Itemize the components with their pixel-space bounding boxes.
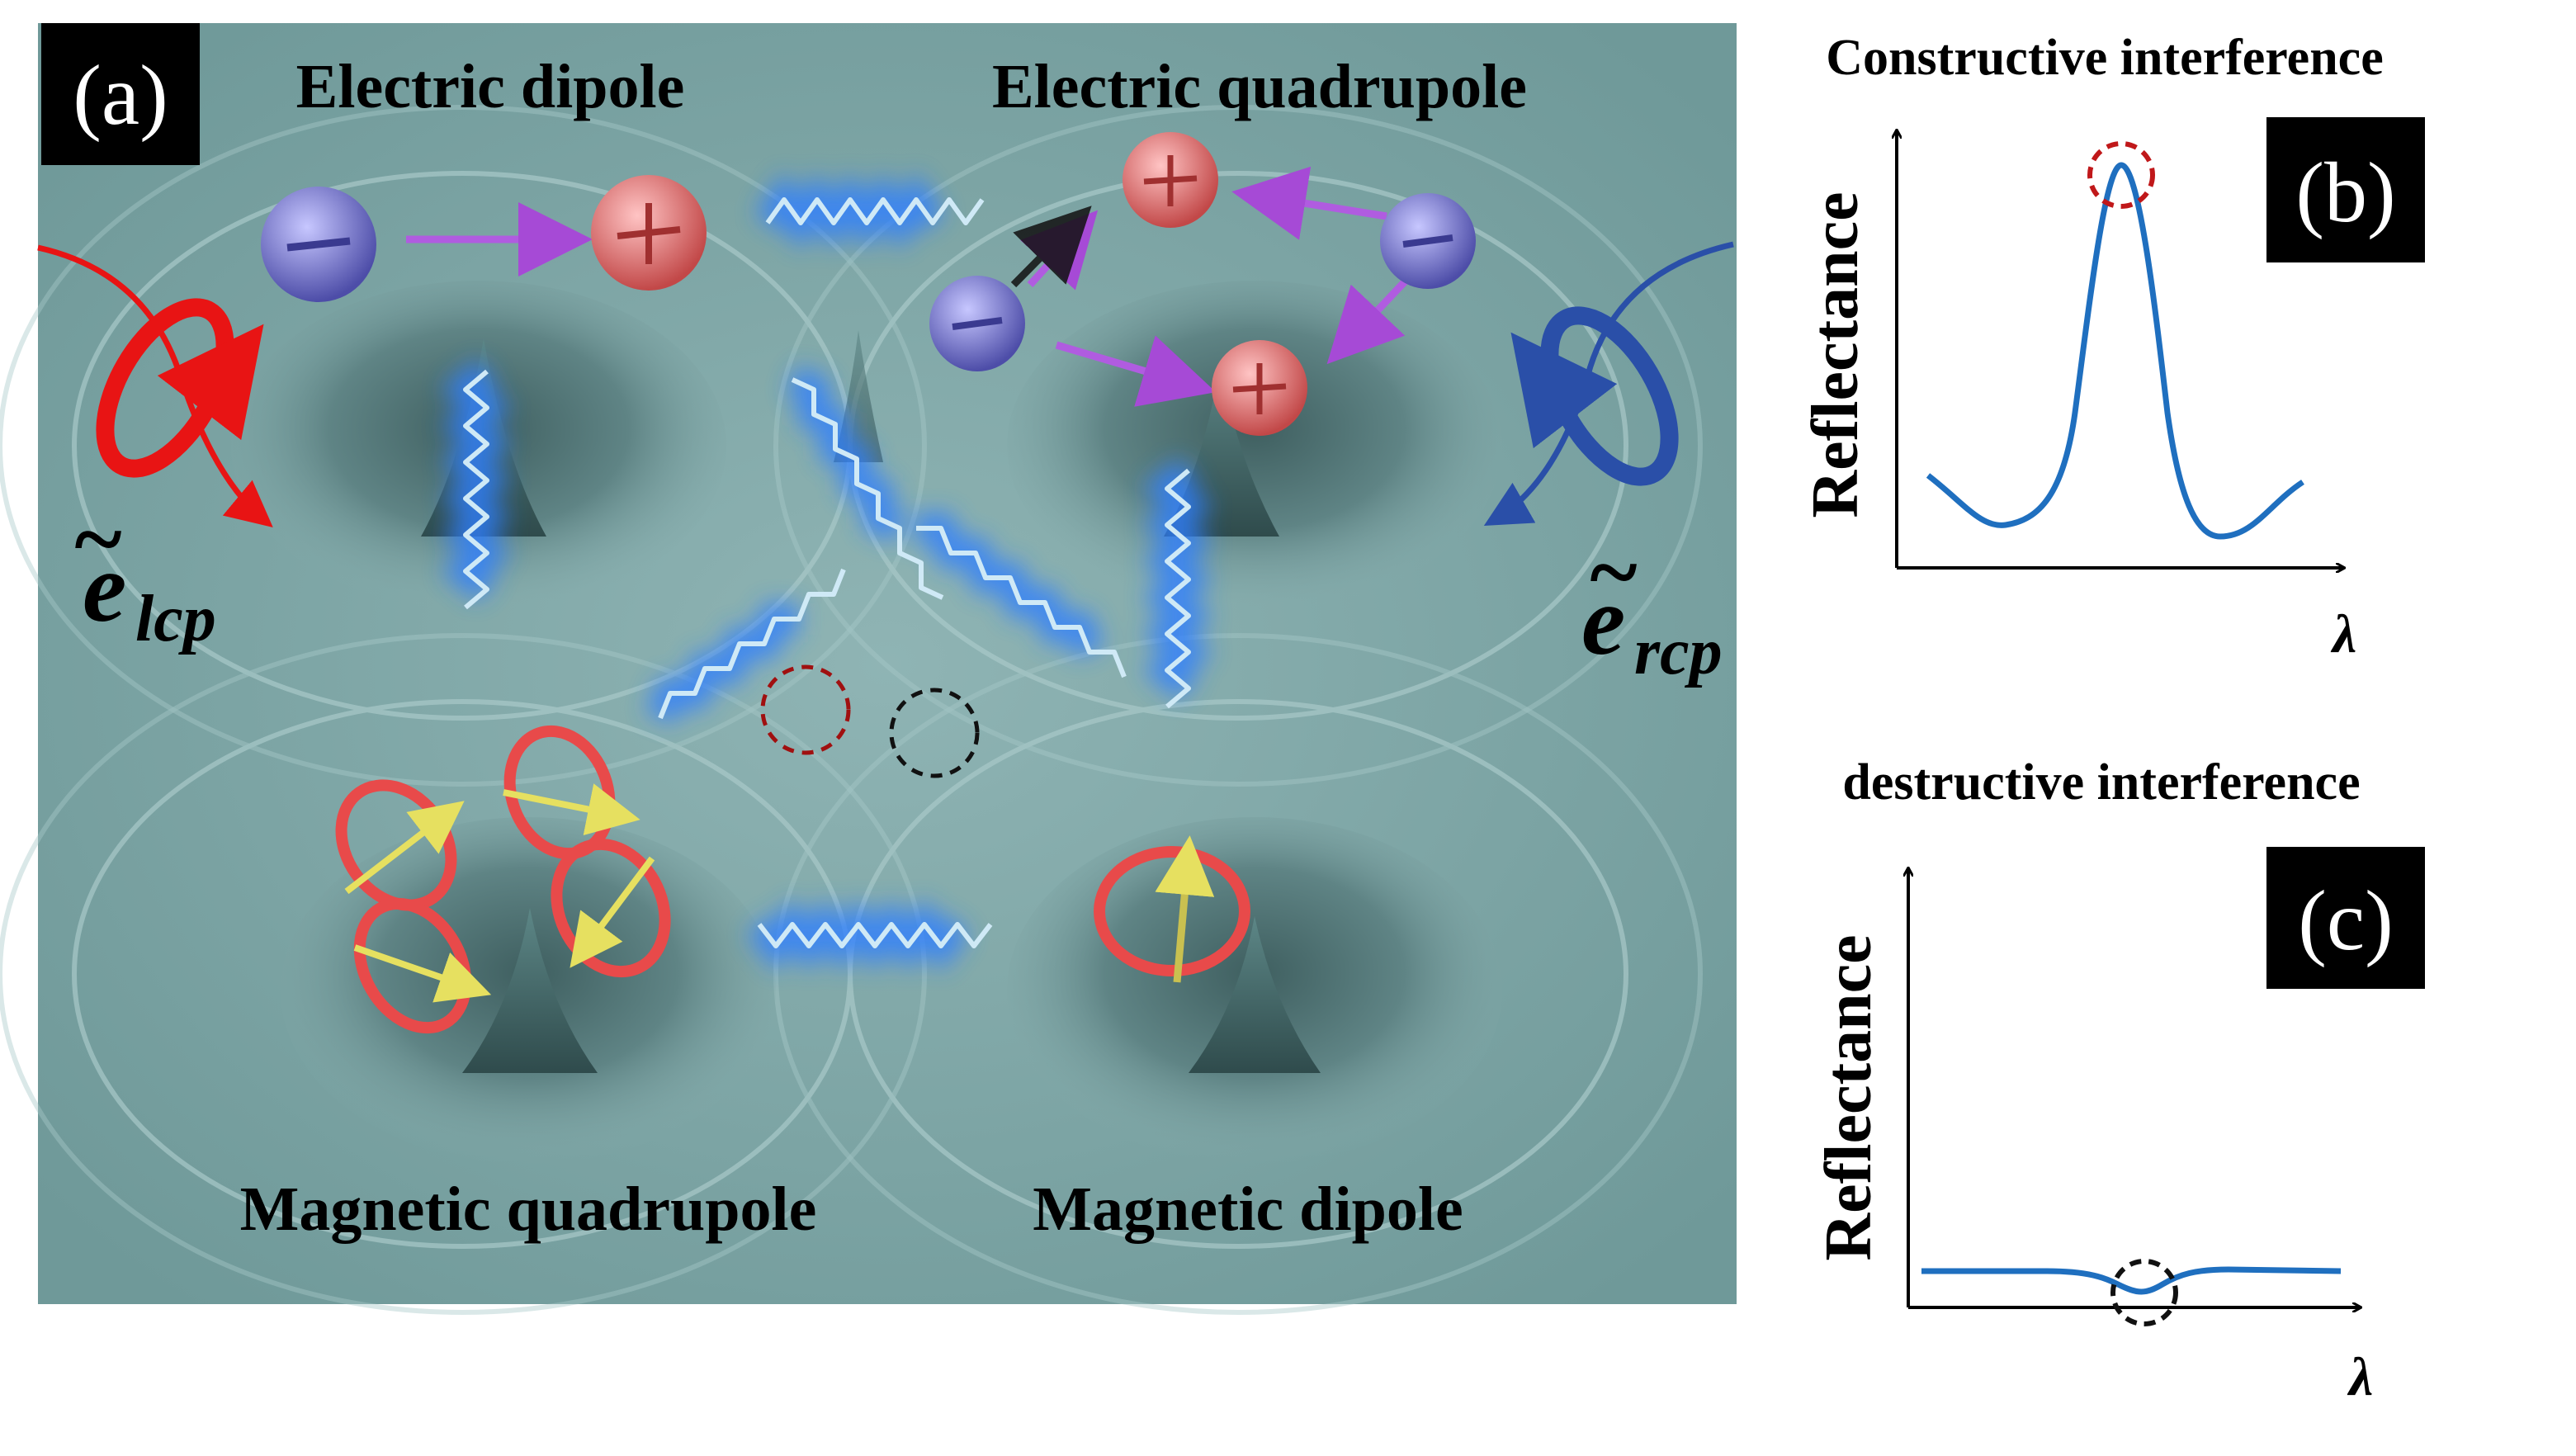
- dashed-marker-red: [760, 664, 851, 755]
- rcp-sub: rcp: [1634, 616, 1723, 688]
- rcp-beam: [1483, 241, 1734, 526]
- current-loop: [335, 779, 465, 911]
- panel-c-tag: (c): [2298, 873, 2393, 968]
- panel-b-tag-box: [2266, 117, 2425, 262]
- lcp-beam: [37, 244, 273, 527]
- rcp-base: e: [1581, 565, 1625, 675]
- panel-a-tag-box: [41, 23, 200, 165]
- panel-b-xlabel: λ: [2330, 604, 2356, 664]
- panel-c-ylabel: Reflectance: [1813, 934, 1885, 1260]
- lcp-base: e: [83, 532, 126, 642]
- electric-dipole: [261, 175, 707, 302]
- magnetic-quadrupole: [335, 725, 671, 1034]
- lcp-accent: ~: [72, 489, 124, 589]
- current-loop: [353, 897, 492, 1034]
- panel-b-curve: [1926, 162, 2304, 540]
- panel-c-tag-box: [2266, 847, 2425, 989]
- panel-b-title: Constructive interference: [1826, 30, 2383, 86]
- rcp-accent: ~: [1587, 522, 1639, 622]
- quad-positive-charge-top: [1123, 132, 1218, 228]
- label-electric-quadrupole: Electric quadrupole: [992, 52, 1527, 121]
- quad-positive-charge-bottom: [1212, 340, 1307, 436]
- electric-quadrupole: [929, 132, 1476, 436]
- panel-c-curve: [1921, 1266, 2342, 1295]
- panel-a: (a) Electric dipole Electric quadrupole …: [0, 23, 1737, 1315]
- label-e-lcp: ~ e lcp: [72, 489, 216, 655]
- panel-c-xlabel: λ: [2347, 1347, 2373, 1407]
- label-electric-dipole: Electric dipole: [296, 52, 685, 121]
- panel-b-tag: (b): [2295, 145, 2395, 240]
- label-e-rcp: ~ e rcp: [1581, 522, 1723, 688]
- panel-c-title: destructive interference: [1842, 754, 2360, 811]
- lcp-sub: lcp: [135, 583, 216, 655]
- dashed-marker-black: [889, 688, 980, 778]
- scattered-waves: [441, 173, 1213, 972]
- label-magnetic-quadrupole: Magnetic quadrupole: [240, 1175, 817, 1244]
- panel-b-peak-marker: [2087, 141, 2155, 209]
- panel-b: Constructive interference Reflectance λ …: [1799, 30, 2425, 664]
- panel-c: destructive interference Reflectance λ (…: [1813, 754, 2425, 1407]
- positive-charge: [591, 175, 707, 291]
- panel-b-ylabel: Reflectance: [1799, 191, 1872, 518]
- magnetic-dipole: [1094, 835, 1250, 983]
- negative-charge: [261, 187, 376, 302]
- panel-c-dip-marker: [2110, 1259, 2178, 1326]
- label-magnetic-dipole: Magnetic dipole: [1033, 1175, 1463, 1244]
- quad-negative-charge-right: [1380, 193, 1476, 289]
- panel-a-tag: (a): [73, 48, 168, 143]
- current-loop: [551, 838, 671, 978]
- quad-negative-charge-left: [929, 276, 1025, 371]
